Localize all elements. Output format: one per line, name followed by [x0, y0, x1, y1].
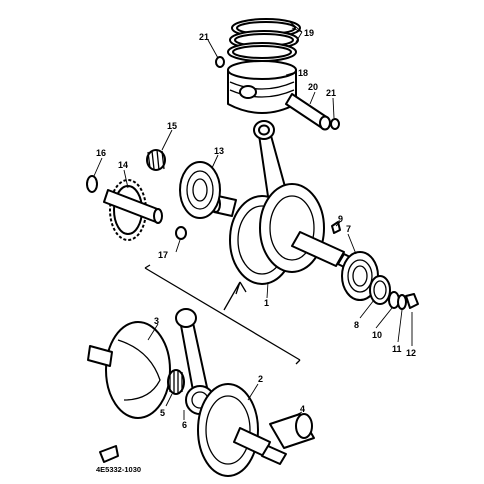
circlip-left	[215, 56, 225, 68]
leader-lines	[93, 21, 413, 420]
circlip-right	[330, 118, 340, 130]
washer-16	[86, 175, 98, 193]
callout-19: 19	[304, 28, 314, 38]
washer-11	[397, 294, 407, 310]
callout-labels: 19 18 20 21 21 13 15 16 14 17 9 7 1 8 10…	[96, 28, 416, 430]
callout-13: 13	[214, 146, 224, 156]
callout-4: 4	[300, 404, 305, 414]
callout-12: 12	[406, 348, 416, 358]
callout-21-right: 21	[326, 88, 336, 98]
callout-3: 3	[154, 316, 159, 326]
oil-seal-right	[369, 275, 391, 305]
callout-15: 15	[167, 121, 177, 131]
nut-12	[405, 293, 419, 309]
callout-21-left: 21	[199, 32, 209, 42]
crank-half-left	[87, 321, 171, 419]
primary-drive-gear	[103, 179, 163, 241]
callout-10: 10	[372, 330, 382, 340]
callout-18: 18	[298, 68, 308, 78]
woodruff-key	[331, 221, 341, 234]
callout-14: 14	[118, 160, 128, 170]
bearing-left	[179, 161, 221, 219]
callout-17: 17	[158, 250, 168, 260]
callout-5: 5	[160, 408, 165, 418]
piston-rings	[227, 18, 301, 62]
assembly-arrow	[223, 281, 247, 311]
assembly-bracket	[144, 264, 301, 365]
figure-code: 4E5332-1030	[96, 465, 141, 474]
crank-web-right	[259, 183, 325, 273]
needle-bearing-lower	[167, 369, 185, 395]
callout-2: 2	[258, 374, 263, 384]
bearing-right	[341, 251, 379, 301]
needle-bearing	[146, 149, 166, 171]
callout-9: 9	[338, 214, 343, 224]
callout-7: 7	[346, 224, 351, 234]
callout-6: 6	[182, 420, 187, 430]
callout-11: 11	[392, 344, 402, 354]
callout-16: 16	[96, 148, 106, 158]
washer-17	[175, 226, 187, 240]
piston	[227, 60, 297, 114]
callout-1: 1	[264, 298, 269, 308]
crank-pin	[269, 413, 315, 449]
figure-code-mark	[99, 445, 119, 463]
callout-20: 20	[308, 82, 318, 92]
callout-8: 8	[354, 320, 359, 330]
piston-pin	[285, 93, 331, 131]
crank-half-right	[197, 383, 287, 477]
